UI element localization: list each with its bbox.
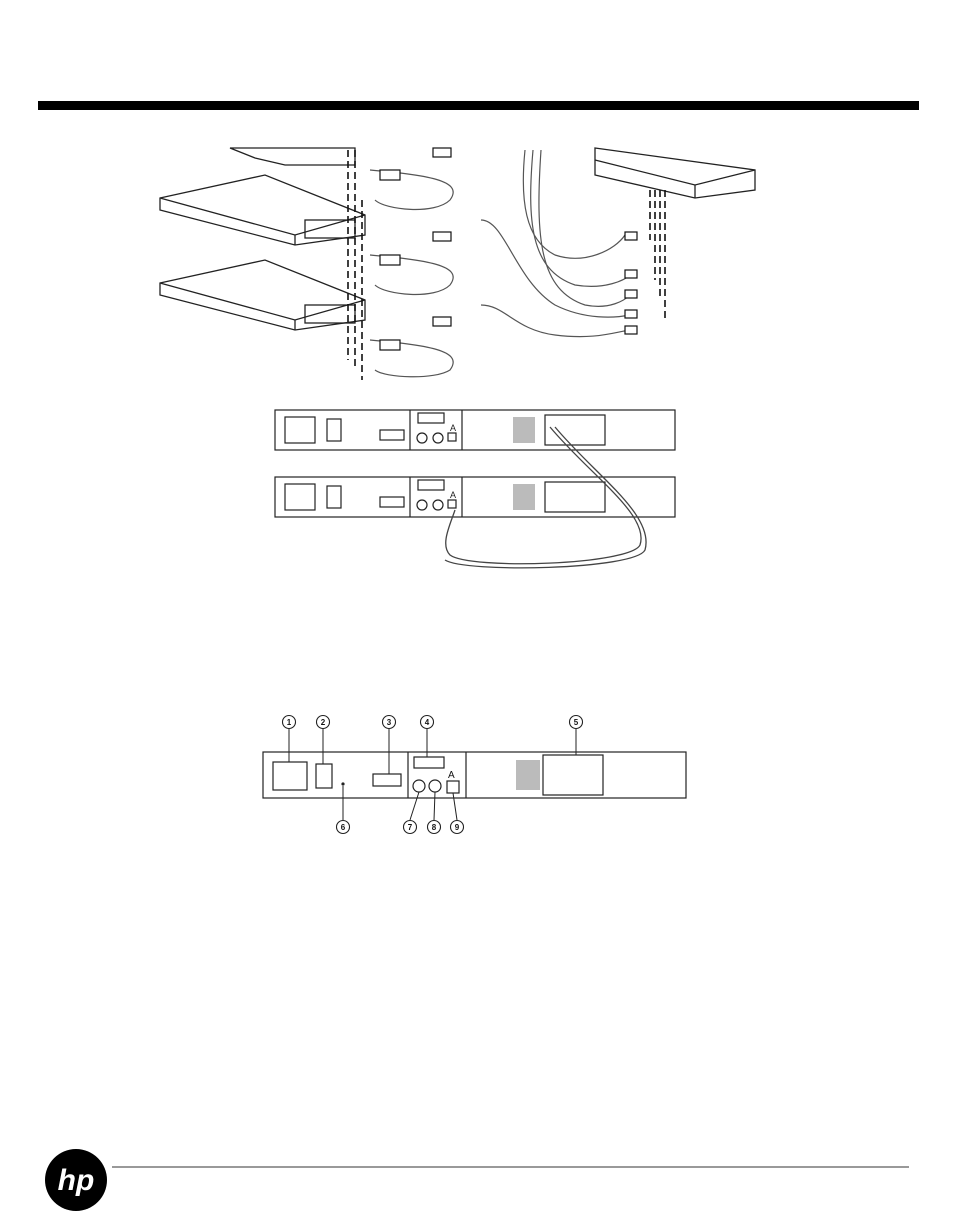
- reset-pin: [341, 782, 344, 785]
- ps2-mouse-port: [429, 780, 441, 792]
- svg-text:A: A: [450, 490, 456, 500]
- kvm-unit-top: [275, 410, 675, 450]
- callout-label-5: 5: [574, 718, 579, 727]
- callout-label-1: 1: [287, 718, 292, 727]
- callout-label-4: 4: [425, 718, 430, 727]
- callout-label-3: 3: [387, 718, 392, 727]
- cascade-illustration: A A: [270, 405, 690, 575]
- server-unit-1: [160, 175, 365, 245]
- header-rule: [38, 101, 919, 110]
- callout-label-7: 7: [408, 823, 413, 832]
- footer-rule: [112, 1166, 909, 1168]
- aci-port: [447, 781, 459, 793]
- ps2-keyboard-port: [413, 780, 425, 792]
- rear-panel: [263, 752, 686, 798]
- video-port: [414, 757, 444, 768]
- callout-label-2: 2: [321, 718, 326, 727]
- callout-label-9: 9: [455, 823, 460, 832]
- vent-grille: [516, 760, 540, 790]
- callout-label-6: 6: [341, 823, 346, 832]
- power-switch: [316, 764, 332, 788]
- server-unit-2: [160, 260, 365, 330]
- hp-logo: hp: [44, 1148, 108, 1212]
- callout-label-8: 8: [432, 823, 437, 832]
- kvm-switch-unit: [595, 148, 755, 198]
- rear-panel-diagram: A 1 2 3 4 5 6 7 8 9: [258, 712, 690, 842]
- cabling-illustration: [155, 140, 785, 385]
- power-inlet: [273, 762, 307, 790]
- hp-logo-text: hp: [58, 1164, 95, 1197]
- svg-text:A: A: [450, 423, 456, 433]
- kvm-unit-bottom: [275, 477, 675, 517]
- server-ports: [543, 755, 603, 795]
- port-letter: A: [448, 770, 455, 781]
- serial-port: [373, 774, 401, 786]
